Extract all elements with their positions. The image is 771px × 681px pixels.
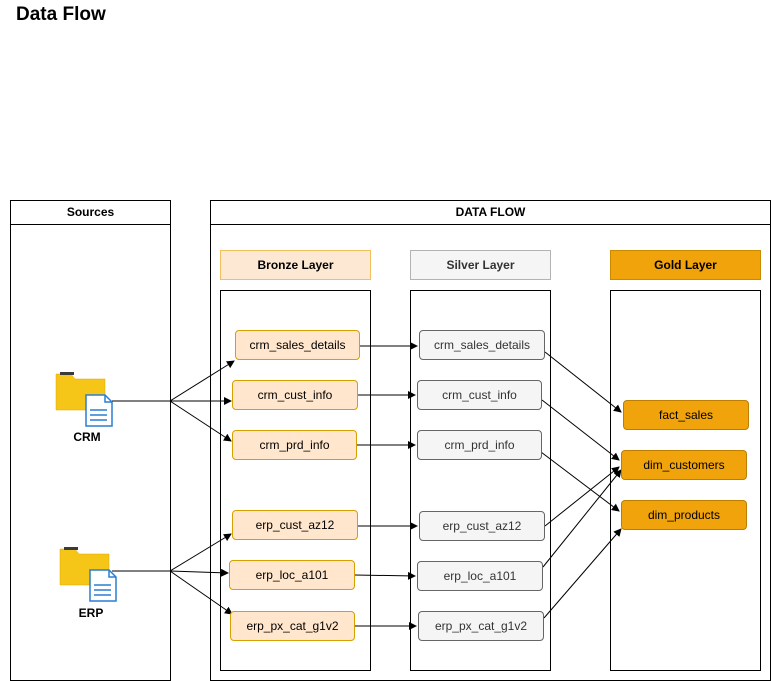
bronze-erp-loc-a101: erp_loc_a101 bbox=[229, 560, 355, 590]
page-title: Data Flow bbox=[16, 4, 106, 25]
crm-source: CRM bbox=[55, 370, 115, 444]
folder-document-icon bbox=[55, 372, 113, 427]
crm-label: CRM bbox=[73, 430, 101, 444]
bronze-erp-px-cat-g1v2: erp_px_cat_g1v2 bbox=[230, 611, 355, 641]
silver-crm-sales-details: crm_sales_details bbox=[419, 330, 545, 360]
silver-crm-cust-info: crm_cust_info bbox=[417, 380, 542, 410]
data-flow-header: DATA FLOW bbox=[211, 201, 770, 225]
bronze-crm-prd-info: crm_prd_info bbox=[232, 430, 357, 460]
silver-erp-px-cat-g1v2: erp_px_cat_g1v2 bbox=[418, 611, 544, 641]
folder-document-icon bbox=[59, 547, 117, 602]
erp-label: ERP bbox=[78, 606, 104, 620]
silver-erp-loc-a101: erp_loc_a101 bbox=[417, 561, 543, 591]
bronze-erp-cust-az12: erp_cust_az12 bbox=[232, 510, 358, 540]
sources-header: Sources bbox=[11, 201, 170, 225]
gold-dim-products: dim_products bbox=[621, 500, 747, 530]
gold-layer-label: Gold Layer bbox=[610, 250, 761, 280]
bronze-layer-label: Bronze Layer bbox=[220, 250, 371, 280]
bronze-crm-cust-info: crm_cust_info bbox=[232, 380, 358, 410]
erp-source: ERP bbox=[59, 545, 119, 623]
gold-fact-sales: fact_sales bbox=[623, 400, 749, 430]
silver-erp-cust-az12: erp_cust_az12 bbox=[419, 511, 545, 541]
silver-crm-prd-info: crm_prd_info bbox=[417, 430, 542, 460]
silver-layer-label: Silver Layer bbox=[410, 250, 551, 280]
gold-dim-customers: dim_customers bbox=[621, 450, 747, 480]
bronze-crm-sales-details: crm_sales_details bbox=[235, 330, 360, 360]
gold-column bbox=[610, 290, 761, 671]
